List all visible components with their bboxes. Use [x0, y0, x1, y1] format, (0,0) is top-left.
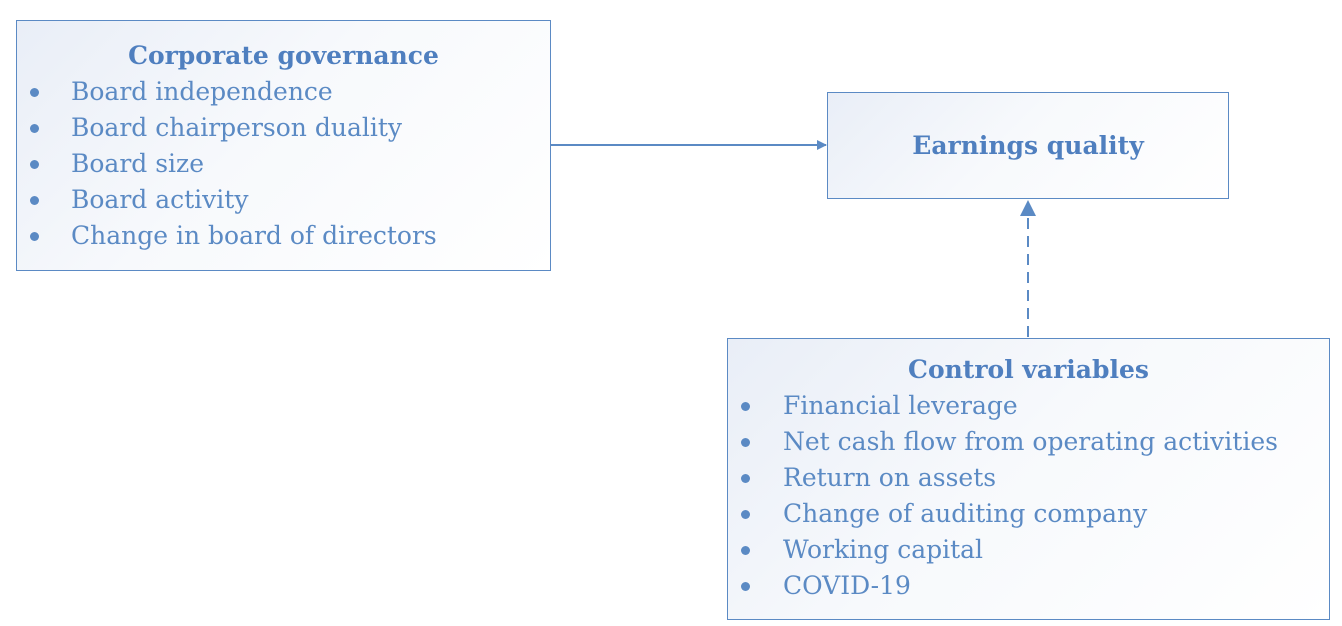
list-item: Change in board of directors: [17, 218, 550, 254]
bullet-icon: [30, 231, 39, 241]
controls-to-earnings-dashed-arrow: [1020, 200, 1036, 337]
earnings-quality-box: Earnings quality: [827, 92, 1229, 199]
list-item: Change of auditing company: [728, 496, 1329, 532]
list-item: Board activity: [17, 182, 550, 218]
list-item: Board independence: [17, 74, 550, 110]
bullet-icon: [741, 401, 750, 411]
bullet-icon: [30, 195, 39, 205]
earnings-quality-title: Earnings quality: [912, 131, 1144, 160]
bullet-icon: [741, 437, 750, 447]
list-item: Board size: [17, 146, 550, 182]
control-variables-title: Control variables: [908, 355, 1149, 384]
corporate-governance-title: Corporate governance: [128, 41, 439, 70]
list-item: Net cash flow from operating activities: [728, 424, 1329, 460]
list-item: COVID-19: [728, 568, 1329, 604]
bullet-icon: [741, 509, 750, 519]
bullet-icon: [741, 581, 750, 591]
control-variables-list: Financial leverage Net cash flow from op…: [728, 388, 1329, 604]
control-variables-box: Control variables Financial leverage Net…: [727, 338, 1330, 620]
bullet-icon: [30, 123, 39, 133]
bullet-icon: [741, 473, 750, 483]
bullet-icon: [741, 545, 750, 555]
corporate-governance-list: Board independence Board chairperson dua…: [17, 74, 550, 254]
list-item: Financial leverage: [728, 388, 1329, 424]
list-item: Board chairperson duality: [17, 110, 550, 146]
bullet-icon: [30, 159, 39, 169]
corporate-governance-box: Corporate governance Board independence …: [16, 20, 551, 271]
list-item: Working capital: [728, 532, 1329, 568]
bullet-icon: [30, 87, 39, 97]
list-item: Return on assets: [728, 460, 1329, 496]
